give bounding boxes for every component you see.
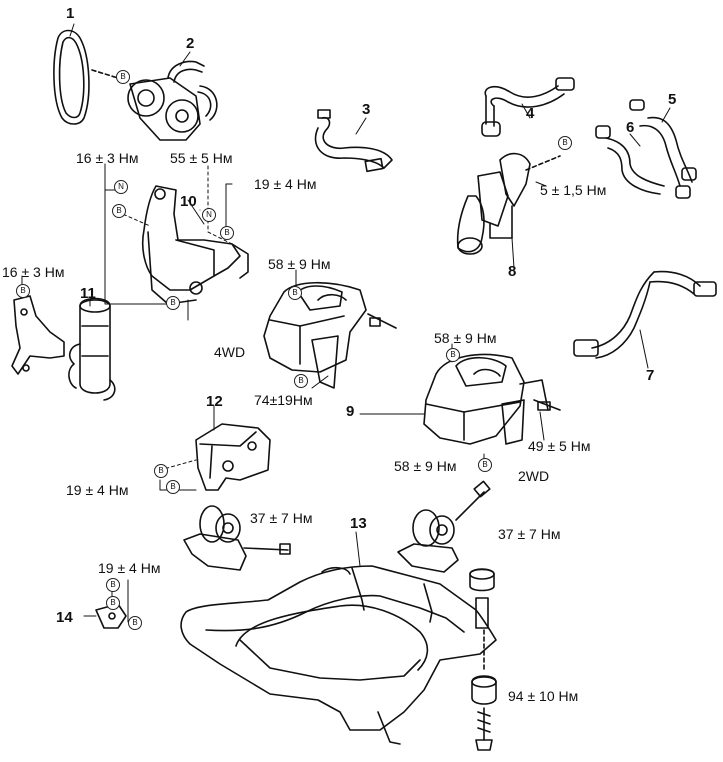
- engine-mount-9-4wd-part: [263, 281, 397, 389]
- part-number-4: 4: [526, 105, 535, 122]
- marker-n: N: [114, 180, 128, 194]
- hose-4-part: [481, 77, 575, 137]
- torque-label-19-part14: 19 ± 4 Нм: [98, 560, 161, 576]
- marker-b: B: [446, 348, 460, 362]
- torque-label-49: 49 ± 5 Нм: [528, 438, 591, 454]
- torque-label-55: 55 ± 5 Нм: [170, 150, 233, 166]
- torque-label-16-bracket: 16 ± 3 Нм: [76, 150, 139, 166]
- variant-label-4wd: 4WD: [214, 344, 246, 360]
- valve-8-part: [456, 152, 561, 255]
- hose-7-part: [573, 270, 717, 359]
- drive-belt-part: [53, 29, 119, 125]
- part-number-8: 8: [508, 263, 517, 280]
- torque-label-19-bracket: 19 ± 4 Нм: [254, 176, 317, 192]
- marker-b: B: [106, 596, 120, 610]
- torque-label-37-right: 37 ± 7 Нм: [498, 526, 561, 542]
- marker-b: B: [166, 296, 180, 310]
- marker-b: B: [558, 136, 572, 150]
- marker-b: B: [154, 464, 168, 478]
- engine-mount-9-2wd-part: [423, 353, 561, 445]
- callout-lines: [69, 23, 671, 617]
- marker-b: B: [220, 226, 234, 240]
- reservoir-11-part: [11, 295, 116, 401]
- torque-label-19-mount12: 19 ± 4 Нм: [66, 482, 129, 498]
- torque-label-37-left: 37 ± 7 Нм: [250, 510, 313, 526]
- subframe-13-part: [180, 565, 497, 745]
- marker-b: B: [288, 286, 302, 300]
- bracket-12-part: [195, 423, 271, 491]
- torque-label-58-2wd-top: 58 ± 9 Нм: [434, 330, 497, 346]
- part-number-9: 9: [346, 403, 355, 420]
- part-number-11: 11: [80, 285, 96, 302]
- marker-b: B: [106, 578, 120, 592]
- rubber-mount-left-part: [183, 505, 291, 571]
- marker-n: N: [202, 208, 216, 222]
- torque-label-58-4wd: 58 ± 9 Нм: [268, 256, 331, 272]
- part-number-7: 7: [646, 367, 655, 384]
- part-number-6: 6: [626, 119, 635, 136]
- bracket-10-part: [141, 185, 249, 305]
- marker-b: B: [112, 204, 126, 218]
- hose-3-part: [314, 109, 393, 173]
- marker-b: B: [478, 458, 492, 472]
- part-number-14: 14: [56, 609, 73, 626]
- hose-5-6-part: [595, 99, 697, 199]
- part-number-1: 1: [66, 5, 75, 22]
- part-number-2: 2: [186, 35, 195, 52]
- variant-label-2wd: 2WD: [518, 468, 550, 484]
- part-number-12: 12: [206, 393, 223, 410]
- marker-b: B: [128, 616, 142, 630]
- part-number-10: 10: [180, 193, 197, 210]
- power-steering-pump-part: [127, 60, 218, 141]
- bushing-stack-part: [469, 568, 497, 751]
- torque-label-16-reservoir: 16 ± 3 Нм: [2, 264, 65, 280]
- rubber-mount-right-part: [397, 480, 491, 573]
- torque-label-94: 94 ± 10 Нм: [508, 688, 579, 704]
- marker-b: B: [116, 70, 130, 84]
- marker-b: B: [16, 284, 30, 298]
- part-number-5: 5: [668, 91, 677, 108]
- torque-label-58-2wd-bottom: 58 ± 9 Нм: [394, 458, 457, 474]
- marker-b: B: [166, 480, 180, 494]
- part-number-3: 3: [362, 101, 371, 118]
- part-number-13: 13: [350, 515, 367, 532]
- torque-label-74: 74±19Нм: [254, 392, 313, 408]
- marker-b: B: [294, 374, 308, 388]
- torque-label-5-15: 5 ± 1,5 Нм: [540, 182, 607, 198]
